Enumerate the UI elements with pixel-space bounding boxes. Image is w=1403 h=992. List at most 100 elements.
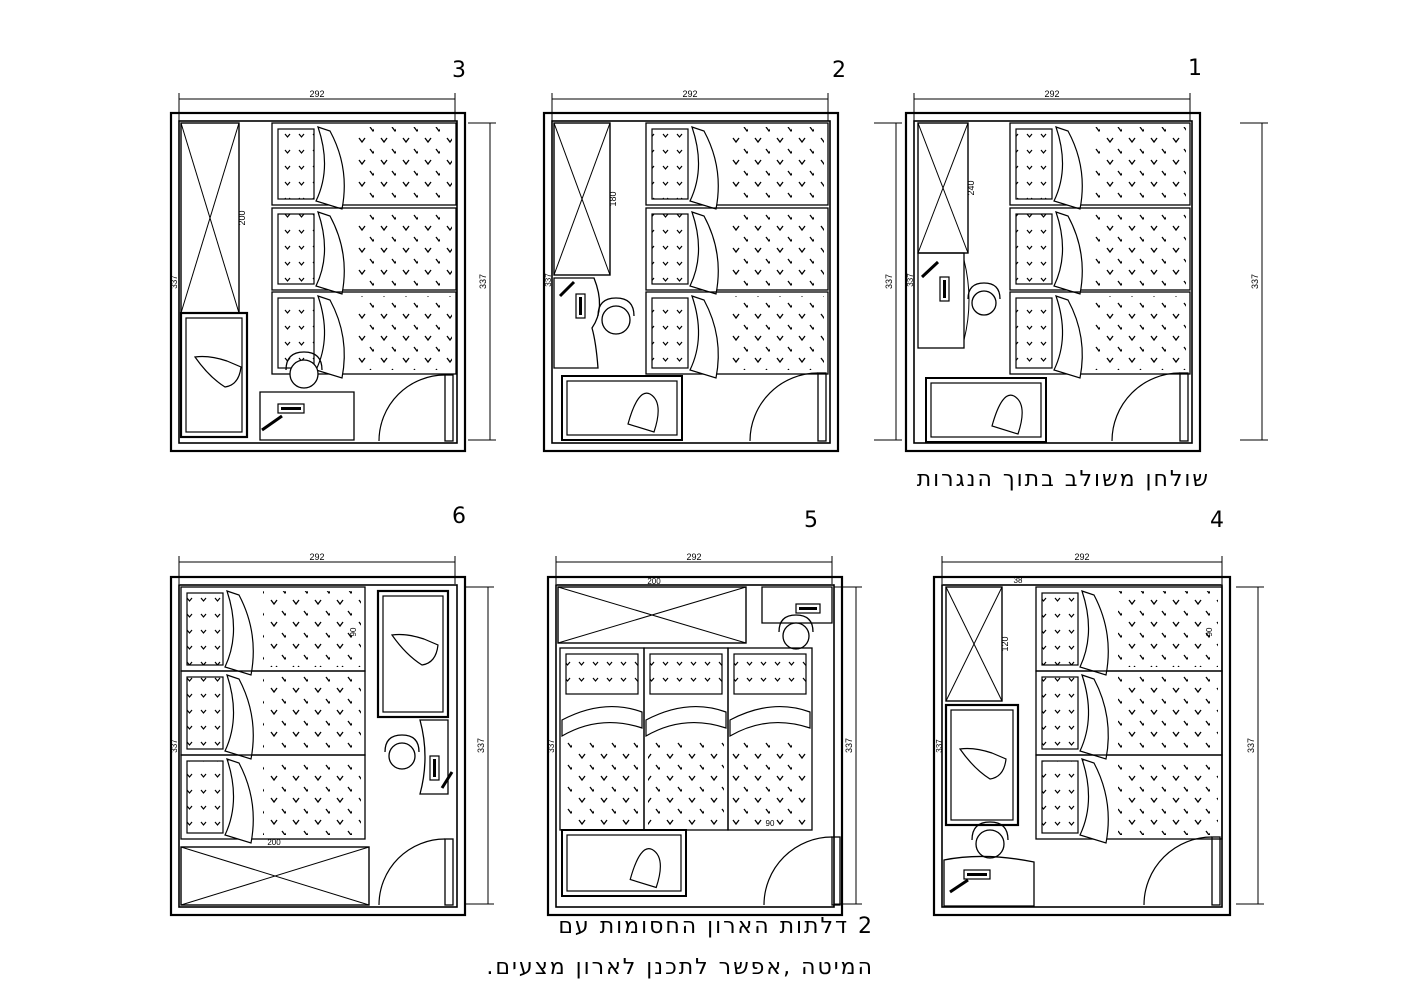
mattress-pattern	[354, 212, 452, 286]
door-swing-icon	[378, 838, 454, 906]
chair-icon	[285, 351, 323, 389]
height-label: 337	[476, 738, 486, 753]
door-leaf	[831, 836, 841, 906]
closet-diagonal	[180, 846, 370, 906]
chair-back	[597, 297, 635, 317]
bed-inner	[185, 317, 243, 433]
width-label: 292	[1044, 89, 1059, 99]
bed-frame	[1035, 754, 1223, 840]
blanket-fold-icon	[315, 295, 345, 379]
bed-frame	[561, 829, 687, 897]
integrated-desk-note: שולחן משולב בתוך הנגרות	[916, 467, 1210, 492]
bed-inner	[566, 834, 682, 892]
mattress-pattern	[1118, 675, 1218, 751]
desk-icon	[419, 719, 449, 795]
bed-dimension-label: 90	[1205, 627, 1214, 636]
closet-dimension-label: 180	[608, 191, 618, 206]
outer-wall	[169, 575, 467, 917]
laptop-body	[575, 293, 586, 319]
mattress-pattern	[1092, 127, 1186, 201]
mattress-pattern	[1092, 212, 1186, 286]
inner-wall	[178, 120, 458, 444]
pillow-icon	[651, 128, 689, 200]
left-dimension-label: 337	[935, 739, 944, 753]
bunk-bed-icon	[180, 754, 366, 844]
laptop-icon	[429, 755, 440, 781]
vertical-bunk-bed-icon	[727, 647, 813, 831]
bed-frame	[1009, 207, 1191, 291]
laptop-screen	[943, 280, 946, 298]
pillow-icon	[277, 128, 315, 200]
door-arc	[763, 836, 833, 906]
pen-icon	[261, 414, 283, 432]
height-dimension: 337	[1236, 586, 1264, 905]
left-dimension-label: 337	[906, 273, 915, 287]
desk-icon	[553, 277, 601, 369]
blanket-fold-icon	[729, 705, 811, 738]
blanket-fold-icon	[689, 126, 719, 210]
bed-inner	[382, 595, 444, 713]
bunk-bed-icon	[645, 122, 829, 210]
blanket-fold-icon	[561, 705, 643, 738]
bed-frame	[271, 122, 457, 206]
closet-icon	[945, 586, 1003, 702]
closet-diagonal	[180, 122, 240, 314]
bed-frame	[271, 291, 457, 375]
pillow-icon	[186, 676, 224, 750]
blanket-fold-icon	[629, 848, 661, 889]
blanket-fold-icon	[645, 705, 727, 738]
outer-wall	[932, 575, 1232, 917]
closet-dimension-label: 200	[237, 210, 247, 225]
laptop-screen	[579, 297, 582, 315]
inner-wall	[551, 120, 831, 444]
closet-diagonal	[557, 586, 747, 644]
outer-wall	[169, 111, 467, 453]
closet-icon	[557, 586, 747, 644]
bed-frame	[180, 754, 366, 840]
mattress-pattern	[564, 740, 640, 826]
plan-number-5: 5	[804, 508, 818, 533]
plan-number-4: 4	[1210, 508, 1224, 533]
laptop-icon	[963, 869, 991, 880]
pillow-icon	[277, 297, 315, 369]
mattress-pattern	[263, 591, 361, 667]
door-leaf	[1179, 372, 1189, 442]
laptop-icon	[795, 603, 821, 614]
width-dimension: 292	[913, 89, 1191, 121]
pull-out-bed-icon	[561, 829, 687, 897]
pillow-icon	[186, 592, 224, 666]
inner-wall	[555, 584, 835, 908]
door-arc	[378, 374, 446, 442]
laptop-screen	[799, 607, 817, 610]
laptop-icon	[939, 276, 950, 302]
inner-wall	[178, 584, 458, 908]
bunk-bed-icon	[1009, 207, 1191, 295]
bunk-bed-icon	[1009, 291, 1191, 379]
width-label: 292	[686, 552, 701, 562]
blanket-fold-icon	[224, 758, 254, 844]
mattress-pattern	[728, 296, 824, 370]
blanket-fold-icon	[1053, 211, 1083, 295]
bunk-bed-icon	[180, 586, 366, 676]
bed-frame	[1009, 291, 1191, 375]
width-label: 292	[309, 552, 324, 562]
mattress-pattern	[354, 127, 452, 201]
desk-curve	[963, 259, 970, 341]
blanket-fold-icon	[1053, 295, 1083, 379]
closet-dimension-label: 240	[966, 180, 976, 195]
width-dimension: 292	[941, 552, 1223, 584]
height-label: 337	[884, 274, 894, 289]
bed-frame	[645, 207, 829, 291]
bed-icon	[376, 589, 450, 719]
pillow-icon	[1015, 128, 1053, 200]
pillow-icon	[1015, 213, 1053, 285]
door-leaf	[444, 838, 454, 906]
blanket-fold-icon	[224, 590, 254, 676]
left-dimension-label: 337	[544, 273, 553, 287]
outer-wall	[542, 111, 840, 453]
pillow-icon	[1015, 297, 1053, 369]
bed-dimension-label: 90	[766, 819, 775, 828]
